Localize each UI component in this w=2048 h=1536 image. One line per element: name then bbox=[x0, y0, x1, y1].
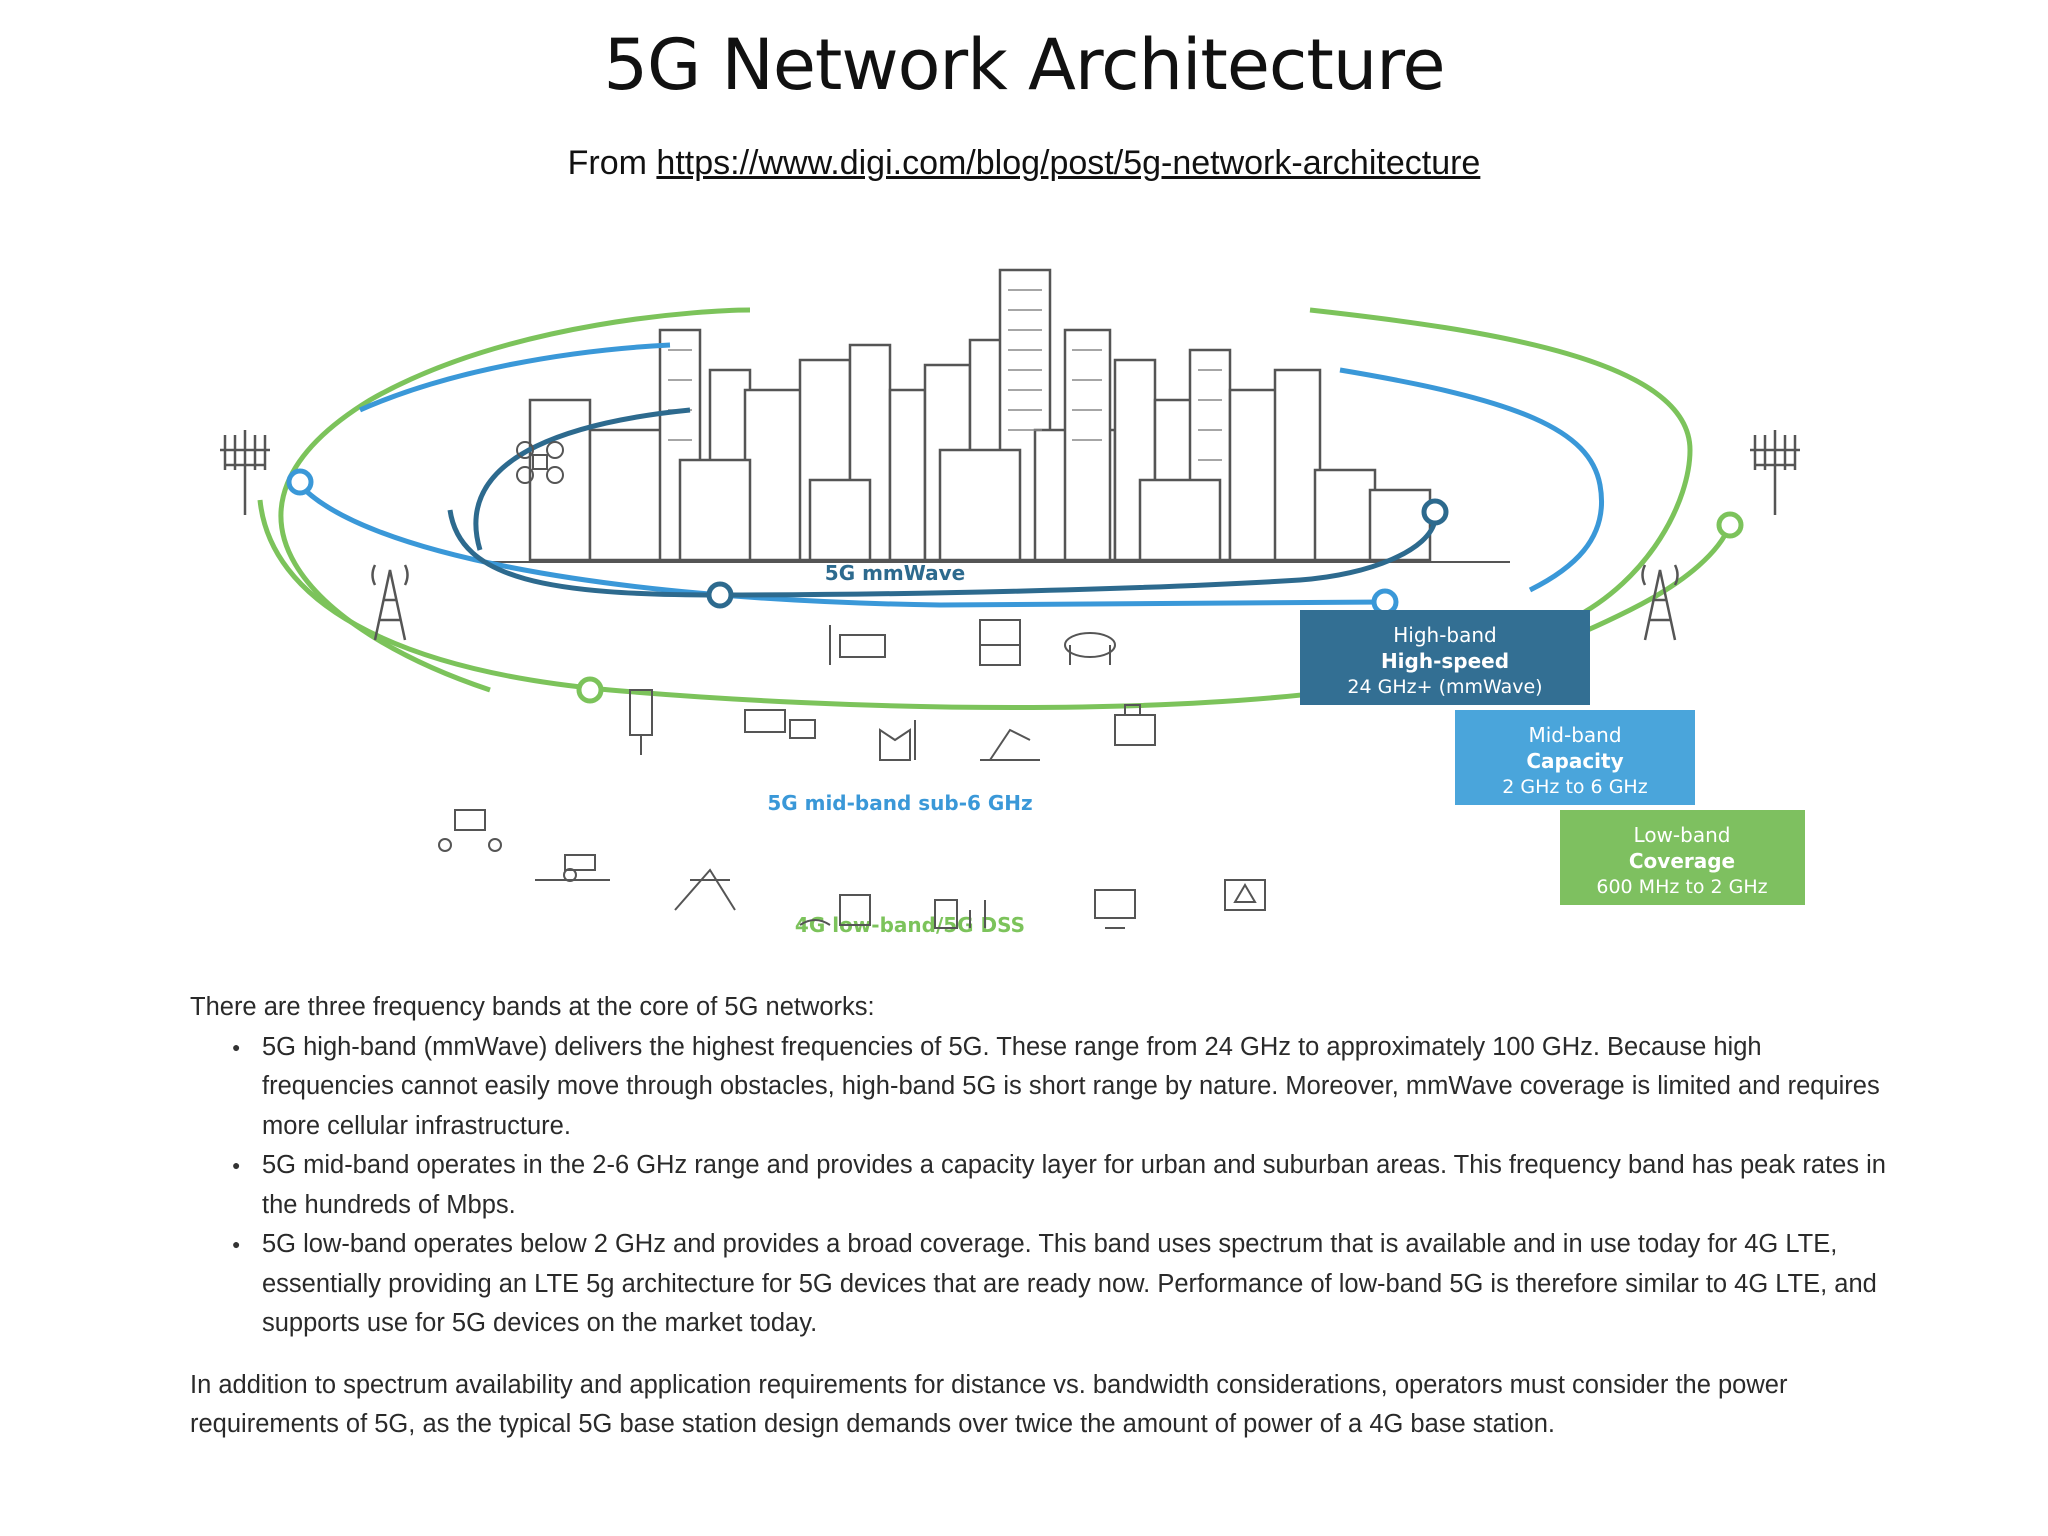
svg-text:600 MHz to 2 GHz: 600 MHz to 2 GHz bbox=[1596, 876, 1767, 898]
low-band-node-right bbox=[1716, 511, 1744, 539]
building-windows bbox=[668, 289, 1222, 461]
source-link[interactable]: https://www.digi.com/blog/post/5g-networ… bbox=[656, 144, 1481, 182]
source-line: From https://www.digi.com/blog/post/5g-n… bbox=[0, 144, 2048, 183]
page-title: 5G Network Architecture bbox=[603, 24, 1445, 106]
low-band-node-left bbox=[576, 676, 604, 704]
security-camera-icon bbox=[829, 625, 886, 665]
network-devices-icon bbox=[438, 809, 502, 852]
network-diagram: 5G mmWave 5G mid-band sub-6 GHz 4G low-b… bbox=[220, 268, 1805, 937]
tractor-icon bbox=[535, 854, 610, 882]
drone-icon bbox=[516, 441, 564, 484]
cell-tower-icon-right bbox=[1641, 564, 1679, 641]
band-list: 5G high-band (mmWave) delivers the highe… bbox=[190, 1028, 1890, 1344]
list-item: 5G low-band operates below 2 GHz and pro… bbox=[232, 1225, 1890, 1344]
high-band-callout: High-band High-speed 24 GHz+ (mmWave) bbox=[1300, 610, 1590, 705]
mmwave-node-right bbox=[1421, 498, 1449, 526]
warning-sign-icon bbox=[1224, 879, 1266, 911]
vending-machine-icon bbox=[979, 619, 1021, 666]
mid-band-callout: Mid-band Capacity 2 GHz to 6 GHz bbox=[1455, 710, 1695, 805]
svg-text:High-band: High-band bbox=[1393, 623, 1497, 647]
intro-paragraph: There are three frequency bands at the c… bbox=[190, 993, 875, 1021]
monitor-icon bbox=[1094, 889, 1136, 929]
source-prefix: From bbox=[567, 144, 657, 182]
robot-arm-icon bbox=[980, 728, 1040, 761]
gas-meter-icon bbox=[744, 709, 816, 739]
closing-paragraph: In addition to spectrum availability and… bbox=[190, 1370, 1788, 1439]
cell-tower-icon bbox=[371, 564, 409, 641]
mid-band-node-right bbox=[1371, 588, 1399, 616]
svg-text:2 GHz to 6 GHz: 2 GHz to 6 GHz bbox=[1502, 776, 1647, 798]
smart-meter-icon bbox=[934, 899, 986, 929]
list-item: 5G high-band (mmWave) delivers the highe… bbox=[232, 1028, 1890, 1147]
svg-text:Low-band: Low-band bbox=[1634, 823, 1731, 847]
svg-text:Capacity: Capacity bbox=[1526, 749, 1623, 773]
oil-pump-icon bbox=[674, 868, 736, 911]
svg-text:24 GHz+ (mmWave): 24 GHz+ (mmWave) bbox=[1347, 676, 1542, 698]
mmwave-ring bbox=[447, 407, 1438, 598]
cash-register-icon bbox=[1114, 704, 1156, 746]
svg-text:Coverage: Coverage bbox=[1629, 849, 1735, 873]
list-item: 5G mid-band operates in the 2-6 GHz rang… bbox=[232, 1146, 1890, 1225]
low-band-callout: Low-band Coverage 600 MHz to 2 GHz bbox=[1560, 810, 1805, 905]
mid-band-ring bbox=[298, 342, 1604, 608]
stadium-icon bbox=[1064, 632, 1116, 665]
mmwave-node-left bbox=[706, 581, 734, 609]
city-skyline bbox=[528, 268, 1432, 562]
traffic-light-icon bbox=[629, 689, 653, 755]
description-text: There are three frequency bands at the c… bbox=[190, 988, 1890, 1445]
svg-text:High-speed: High-speed bbox=[1381, 649, 1509, 673]
mmwave-ring-label: 5G mmWave bbox=[825, 561, 965, 585]
factory-icon bbox=[879, 720, 916, 761]
antenna-mast-icon-right bbox=[1750, 430, 1800, 515]
low-band-ring-label: 4G low-band/5G DSS bbox=[795, 913, 1025, 937]
mid-band-node-left bbox=[286, 468, 314, 496]
water-utility-icon bbox=[799, 894, 871, 926]
antenna-mast-icon bbox=[220, 430, 270, 515]
svg-text:Mid-band: Mid-band bbox=[1528, 723, 1621, 747]
mid-band-ring-label: 5G mid-band sub-6 GHz bbox=[767, 791, 1032, 815]
